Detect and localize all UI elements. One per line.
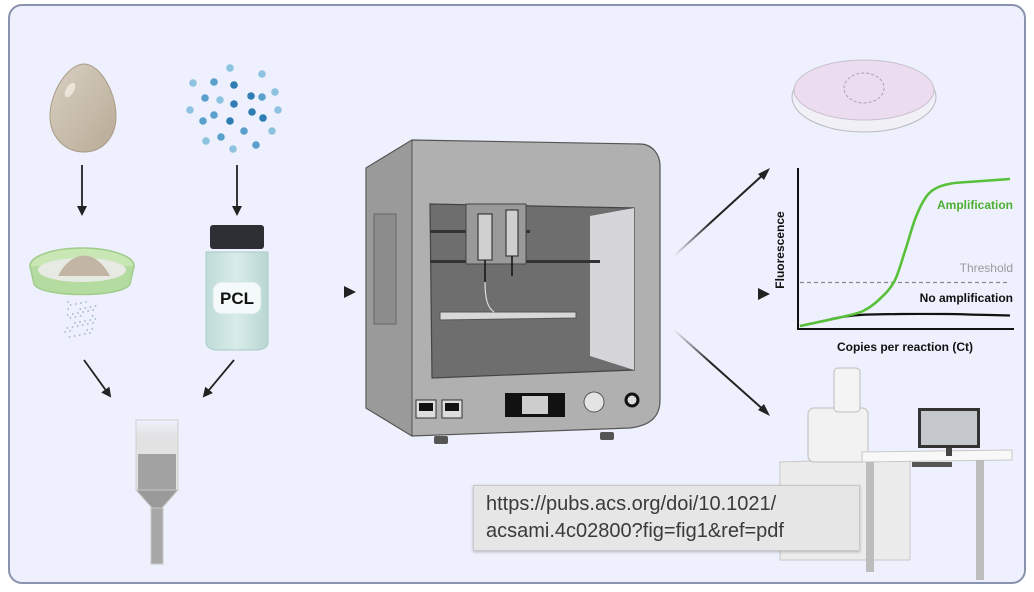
sieve-particle — [86, 329, 89, 331]
sieve-particle — [82, 311, 84, 313]
x-axis-label: Copies per reaction (Ct) — [837, 340, 973, 354]
particle-dot — [217, 133, 225, 141]
sieve-particle — [69, 330, 71, 332]
particle-dot — [226, 117, 234, 125]
arrow-to-printer-head — [344, 286, 356, 298]
particle-dot — [226, 64, 234, 72]
arrow-to-sem — [673, 329, 767, 413]
particle-dot — [229, 145, 237, 153]
particle-dot — [271, 88, 279, 96]
arrow-to-petri-head — [758, 168, 770, 180]
particle-dot — [199, 117, 207, 125]
particle-dot — [268, 127, 276, 135]
particle-dot — [210, 111, 218, 119]
sieve-particle — [69, 317, 72, 319]
sieve-particle — [92, 309, 95, 311]
particle-dot — [274, 106, 282, 114]
sieve-particle — [66, 314, 69, 316]
arrow-bottle-to-syringe — [202, 359, 235, 398]
particle-dot — [258, 70, 266, 78]
sieve-particle — [86, 323, 89, 325]
sieve-particle — [81, 324, 84, 326]
particle-dot — [259, 114, 267, 122]
sieve-particle — [69, 304, 72, 306]
sieve-particle — [89, 319, 92, 321]
sieve-particle — [91, 328, 94, 330]
particle-dot — [186, 106, 194, 114]
arrow-to-sem-head — [758, 404, 770, 416]
sieve-particle — [66, 327, 69, 329]
sieve-particle — [79, 315, 82, 317]
y-axis-label: Fluorescence — [773, 211, 787, 289]
egg-icon — [49, 63, 117, 153]
particle-dot — [230, 81, 238, 89]
sieve-particle — [67, 308, 70, 310]
particle-dot — [247, 92, 255, 100]
sieve-particle — [64, 331, 66, 333]
particle-dot — [202, 137, 210, 145]
sieve-particle — [67, 301, 69, 303]
sieve-particle — [77, 312, 79, 314]
bottle-icon: PCL — [205, 225, 269, 351]
annotation-amplification: Amplification — [937, 198, 1013, 212]
arrow-to-petri — [673, 171, 767, 257]
petri-dish-icon — [791, 59, 937, 133]
series-amplification — [799, 177, 1011, 328]
pcl-label: PCL — [220, 289, 254, 308]
particles-icon — [186, 64, 282, 153]
particle-dot — [230, 100, 238, 108]
arrow-to-chart-head — [758, 288, 770, 300]
sieve-particle — [94, 318, 97, 320]
particle-dot — [252, 141, 260, 149]
sieve-particle — [80, 302, 82, 304]
particle-dot — [210, 78, 218, 86]
sieve-particle — [85, 301, 87, 303]
tooltip-line-2: acsami.4c02800?fig=fig1&ref=pdf — [486, 520, 784, 542]
sieve-particle — [91, 315, 94, 317]
url-tooltip: https://pubs.acs.org/doi/10.1021/ acsami… — [473, 485, 860, 551]
sieve-particle — [87, 310, 89, 312]
sieve-particle — [89, 332, 91, 334]
sieve-particle — [71, 313, 74, 315]
particle-dot — [201, 94, 209, 102]
sieve-particle — [74, 322, 76, 324]
sieve-particle — [73, 335, 76, 337]
sieve-particle — [92, 322, 94, 324]
particle-dot — [189, 79, 197, 87]
tooltip-line-1: https://pubs.acs.org/doi/10.1021/ — [486, 493, 777, 515]
sieve-particle — [74, 303, 77, 305]
sieve-particle — [79, 308, 82, 310]
annotation-no-amplification: No amplification — [920, 291, 1013, 305]
qpcr-chart: Amplification Threshold No amplification… — [773, 168, 1014, 354]
particle-dot — [248, 108, 256, 116]
sieve-particle — [84, 307, 87, 309]
sieve-particle — [71, 326, 74, 328]
particle-dot — [240, 127, 248, 135]
sieve-particle — [89, 306, 92, 308]
sieve-icon — [29, 247, 135, 338]
sieve-particle — [78, 334, 81, 336]
sieve-particle — [74, 316, 77, 318]
sieve-particle — [94, 305, 97, 307]
sieve-particle — [79, 321, 81, 323]
bioprinter-icon — [365, 139, 661, 444]
arrow-sieve-to-syringe — [83, 359, 112, 398]
sieve-particle — [68, 336, 71, 338]
particle-dot — [258, 93, 266, 101]
particle-dot — [216, 96, 224, 104]
sieve-particle — [76, 325, 79, 327]
sieve-particle — [83, 333, 86, 335]
annotation-threshold: Threshold — [960, 261, 1013, 275]
syringe-icon — [134, 419, 180, 565]
sieve-particle — [84, 320, 86, 322]
